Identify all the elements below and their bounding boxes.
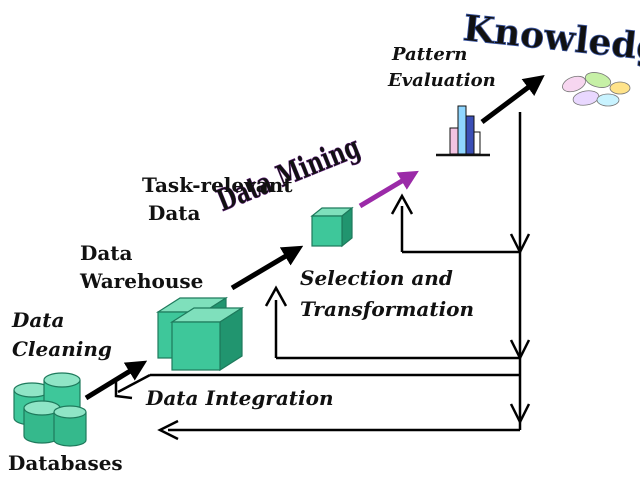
arrow-databases-to-warehouse xyxy=(84,360,148,401)
databases-label: Databases xyxy=(8,451,123,475)
data-cleaning-label-line1: Data xyxy=(11,308,65,332)
pattern-evaluation-label-line2: Evaluation xyxy=(387,70,496,91)
data-integration-label: Data Integration xyxy=(145,386,334,410)
task-relevant-cube-icon xyxy=(310,206,354,248)
arrow-pattern-to-knowledge xyxy=(480,74,545,124)
up-arrowhead-selection xyxy=(264,285,288,307)
arrow-warehouse-to-taskdata xyxy=(230,245,304,291)
data-warehouse-label-line1: Data xyxy=(80,241,133,265)
left-arrowhead-databases xyxy=(157,419,179,441)
down-arrowhead-1 xyxy=(509,233,531,255)
arrow-datamining xyxy=(358,170,419,209)
feedback-loops xyxy=(117,112,522,432)
up-arrowhead-datamining xyxy=(390,193,414,215)
left-arrowhead-integration xyxy=(114,380,133,400)
knowledge-label: Knowledge xyxy=(461,7,640,72)
task-relevant-data-label-line1: Task-relevant xyxy=(142,173,293,197)
task-relevant-data-label-line2: Data xyxy=(148,201,201,225)
selection-transformation-label-line1: Selection and xyxy=(300,266,453,290)
database-cylinders-icon xyxy=(13,372,87,447)
down-arrowhead-2 xyxy=(509,339,531,361)
feedback-arrowheads xyxy=(114,193,531,441)
knowledge-gems-icon xyxy=(562,72,631,107)
pattern-evaluation-label-line1: Pattern xyxy=(391,44,467,65)
data-warehouse-label-line2: Warehouse xyxy=(79,269,203,293)
selection-transformation-label-line2: Transformation xyxy=(300,297,474,321)
bar-chart-icon xyxy=(436,105,490,157)
data-warehouse-cubes-icon xyxy=(155,296,245,372)
process-arrows xyxy=(84,74,545,401)
down-arrowhead-3 xyxy=(509,403,531,425)
data-cleaning-label-line2: Cleaning xyxy=(12,337,112,361)
